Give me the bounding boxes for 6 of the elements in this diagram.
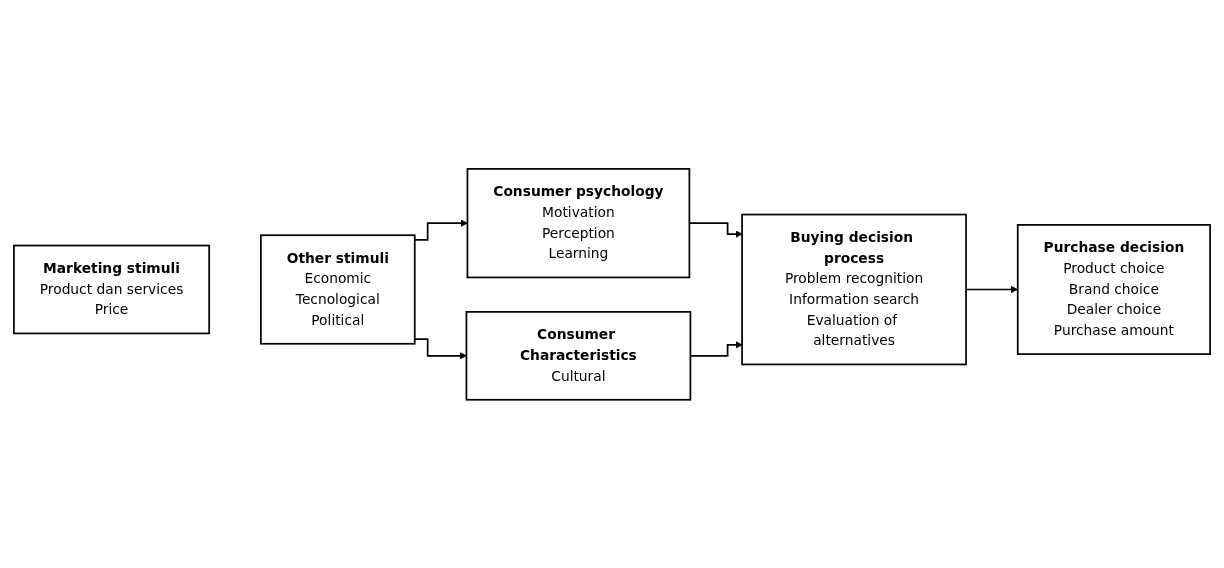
node-box: Purchase decision Product choice Brand choice Dealer choice Purchase amount (1016, 223, 1211, 355)
node-box: Other stimuli Economic Tecnological Political (260, 234, 416, 345)
node-box: Consumer Characteristics Cultural (465, 310, 692, 401)
node-box: Consumer psychology Motivation Perception Learning (466, 167, 691, 278)
node-box: Buying decision process Problem recognition Information search Evaluation of alternatives (741, 213, 967, 365)
node-box: Marketing stimuli Product dan services Price (13, 244, 211, 334)
